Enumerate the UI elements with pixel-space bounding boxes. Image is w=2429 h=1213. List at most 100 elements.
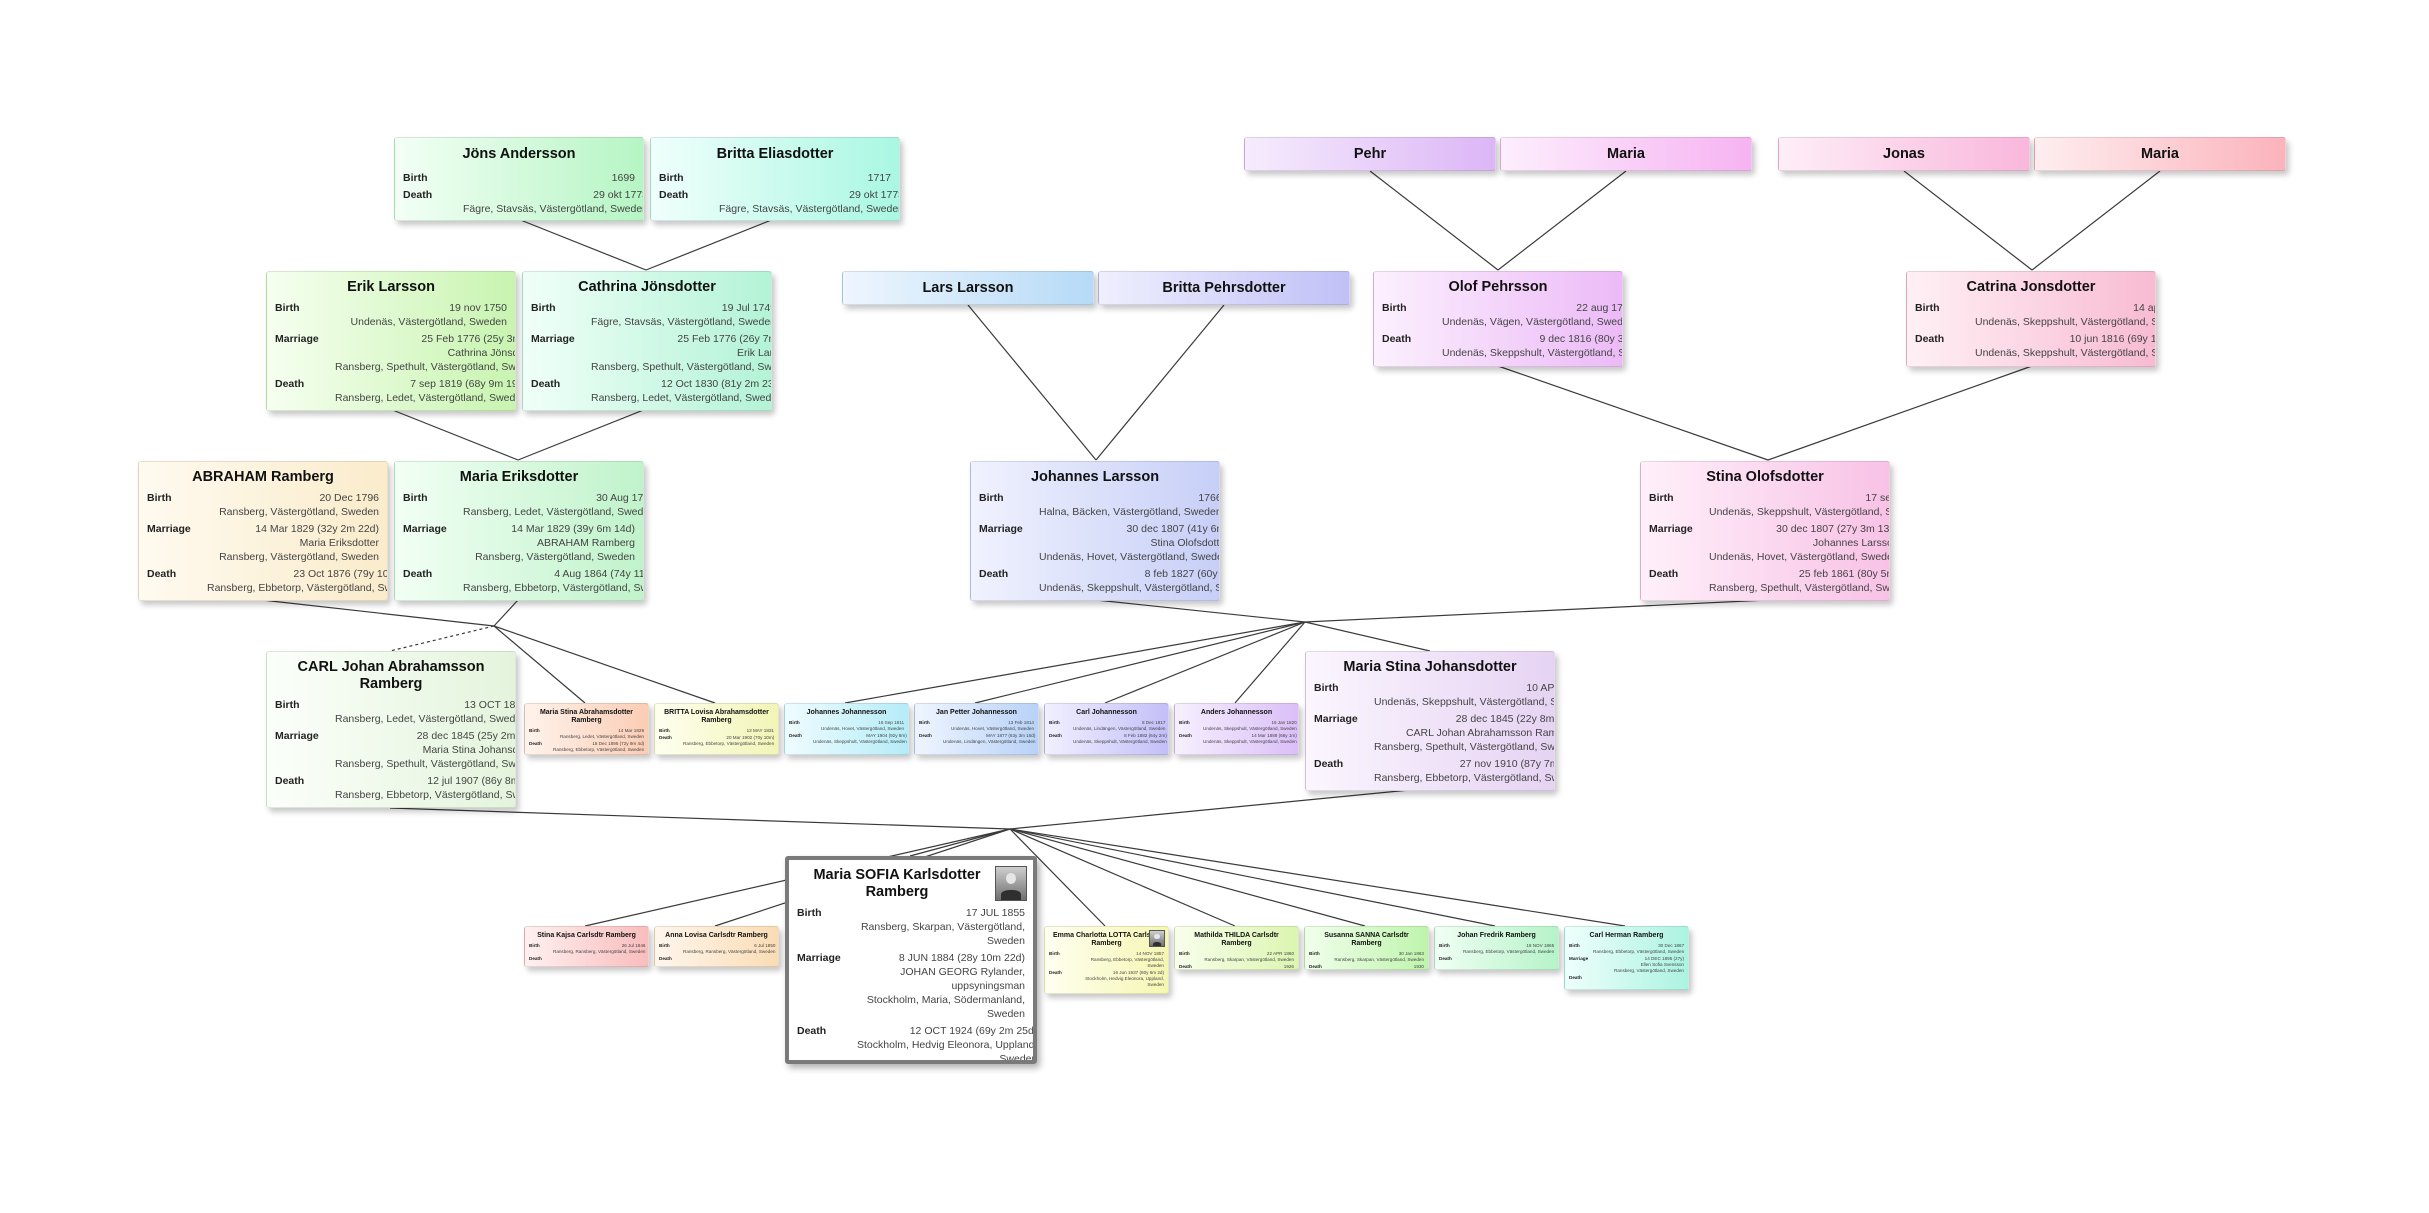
event-detail-line: 14 apr 1747 [2133,302,2155,314]
event-details: 20 Mar 1902 (70y 10m)Ransberg, Ebbetorp,… [683,735,774,747]
event-detail-line: Stockholm, Hedvig Eleonora, Uppland, [1085,976,1164,981]
event-label: Marriage [1314,713,1358,725]
event-detail-line: Ransberg, Skarpan, Västergötland, [860,921,1025,933]
event-detail-line: Ransberg, Ebbetorp, Västergötland, Swede… [463,582,643,594]
event-detail-line: Sweden [987,1008,1025,1020]
person-card-jonas[interactable]: Jonas [1778,137,2030,171]
event-detail-line: 14 NOV 1857 [1136,951,1164,956]
event-row-death: Death [655,956,778,962]
person-card-maria-2[interactable]: Maria [2034,137,2286,171]
event-detail-line: 12 OCT 1924 (69y 2m 25d) [909,1025,1037,1037]
event-details [683,956,774,962]
event-detail-line: Erik Larsson [736,347,772,359]
event-detail-line: Sweden [999,1053,1037,1064]
portrait-photo[interactable] [1149,930,1165,947]
event-detail-line: Stina Olofsdotter [1150,537,1220,549]
event-detail-line: 8 feb 1827 (60y 7m 9d) [1144,568,1219,580]
event-label: Death [147,568,177,580]
event-label: Birth [979,492,1004,504]
event-details: 25 Feb 1776 (25y 3m 6d)Cathrina Jönsdott… [335,332,515,374]
person-card-pehr[interactable]: Pehr [1244,137,1496,171]
event-detail-line: Sweden [1147,963,1164,968]
event-row-death: Death [1435,956,1558,962]
person-card-britta-pehrsdotter[interactable]: Britta Pehrsdotter [1098,271,1350,305]
event-label: Death [275,378,305,390]
event-label: Birth [1309,951,1320,956]
event-detail-line: Ransberg, Ebbetorp, Västergötland, Swede… [1593,949,1685,954]
event-detail-line: 30 Jan 1863 [1398,951,1424,956]
event-label: Birth [1179,720,1190,725]
person-name: Britta Pehrsdotter [1162,280,1286,296]
event-label: Birth [529,728,540,733]
person-card-maria-1[interactable]: Maria [1500,137,1752,171]
event-detail-line: Undenäs, Skeppshult, Västergötland, Swed… [1073,739,1167,744]
event-label: Death [1314,758,1344,770]
event-detail-line: 14 Mar 1888 (68y 1m) [1251,733,1297,738]
event-detail-line: Ransberg, Ebbetorp, Västergötland, Swede… [1463,949,1555,954]
event-detail-line: 12 jul 1907 (86y 8m 29d) [427,775,515,787]
event-label: Birth [529,943,540,948]
event-label: Birth [1915,302,1940,314]
person-card-lars-larsson[interactable]: Lars Larsson [842,271,1094,305]
event-details: 13 MAY 1831 [683,728,774,734]
event-details [1593,975,1684,981]
event-details: 8 Feb 1882 (64y 2m)Undenäs, Skeppshult, … [1073,733,1167,745]
event-detail-line: Undenäs, Skeppshult, Västergötland, Swed… [1203,739,1297,744]
event-detail-line: Ransberg, Ledet, Västergötland, Sweden [463,506,644,518]
event-details: 1717 [719,171,891,185]
event-details: 30 dec 1807 (27y 3m 13d)Johannes Larsson… [1709,522,1889,564]
person-name: Anna Lovisa Carlsdtr Ramberg [665,932,768,939]
person-name: Carl Johannesson [1076,709,1137,716]
event-detail-line: MAY 1904 (92y 8m) [866,733,907,738]
event-details: 8 feb 1827 (60y 7m 9d)Undenäs, Skeppshul… [1039,567,1219,595]
portrait-photo[interactable] [995,866,1027,901]
event-detail-line: Maria Eriksdotter [299,537,379,549]
event-detail-line: 29 okt 1773 [849,189,900,201]
event-detail-line: Johannes Larsson [1812,537,1889,549]
event-label: Birth [789,720,800,725]
person-name: Anders Johannesson [1200,709,1273,716]
